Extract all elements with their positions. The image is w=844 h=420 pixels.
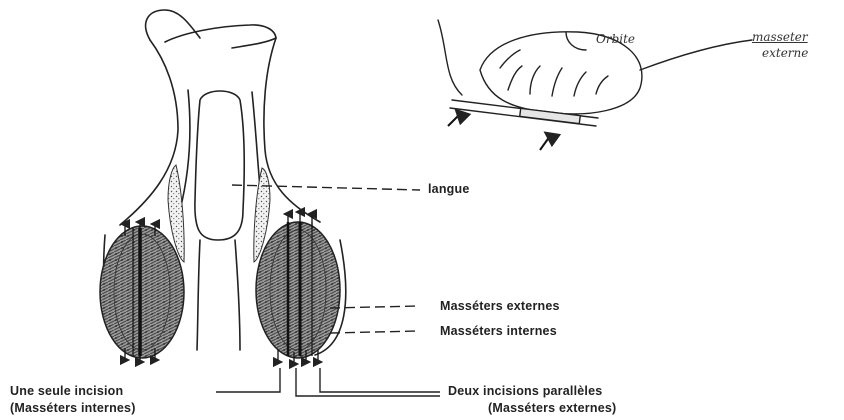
label-orbite: Orbite: [596, 32, 635, 46]
label-masseters-externes: Masséters externes: [440, 299, 560, 313]
label-deux-incisions: Deux incisions parallèles: [448, 384, 602, 398]
label-masseter-externe-2: externe: [762, 46, 808, 60]
label-masseters-internes: Masséters internes: [440, 324, 557, 338]
label-masseter-externe-1: masseter: [752, 30, 808, 44]
left-masseter: [100, 226, 184, 358]
label-une-seule-incision-sub: (Masséters internes): [10, 401, 136, 415]
label-langue: langue: [428, 182, 469, 196]
label-deux-incisions-sub: (Masséters externes): [488, 401, 616, 415]
sketch-arrows: [448, 114, 550, 150]
right-masseter: [256, 222, 340, 358]
orbit-sketch: [438, 20, 752, 126]
label-une-seule-incision: Une seule incision: [10, 384, 123, 398]
